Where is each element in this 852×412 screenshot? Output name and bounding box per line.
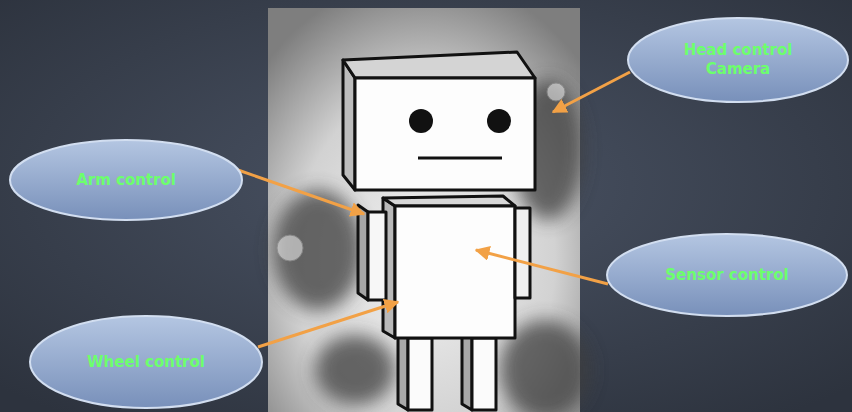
robot-eye [487,109,511,133]
ellipse-shape [607,234,847,316]
arm [368,212,386,300]
glass-sphere [277,235,303,261]
head [355,78,535,190]
callout-ellipse: Sensor control [605,232,849,318]
callout-label: Arm control [76,171,176,190]
ellipse-shape [30,316,262,408]
leg [472,338,496,410]
leader-line [258,302,398,347]
leader-line [476,250,608,284]
ellipse-shape [10,140,242,220]
leg [408,338,432,410]
callout-ellipse: Wheel control [28,314,264,410]
body [395,206,515,338]
leader-line [553,72,630,112]
callout-label: Head control Camera [673,41,803,79]
head-side [343,60,355,190]
leader-lines [238,72,630,347]
robot [343,52,535,410]
head-top [343,52,535,78]
callout-ellipse: Head control Camera [626,16,850,104]
ellipse-shape [628,18,848,102]
callout-label: Wheel control [87,353,205,372]
callout-label: Sensor control [665,266,788,285]
arm [515,208,530,298]
robot-mouth [418,157,502,160]
callout-ellipse: Arm control [8,138,244,222]
shadow [315,335,395,405]
robot-eye [409,109,433,133]
leader-line [238,170,364,214]
glass-sphere [547,83,565,101]
